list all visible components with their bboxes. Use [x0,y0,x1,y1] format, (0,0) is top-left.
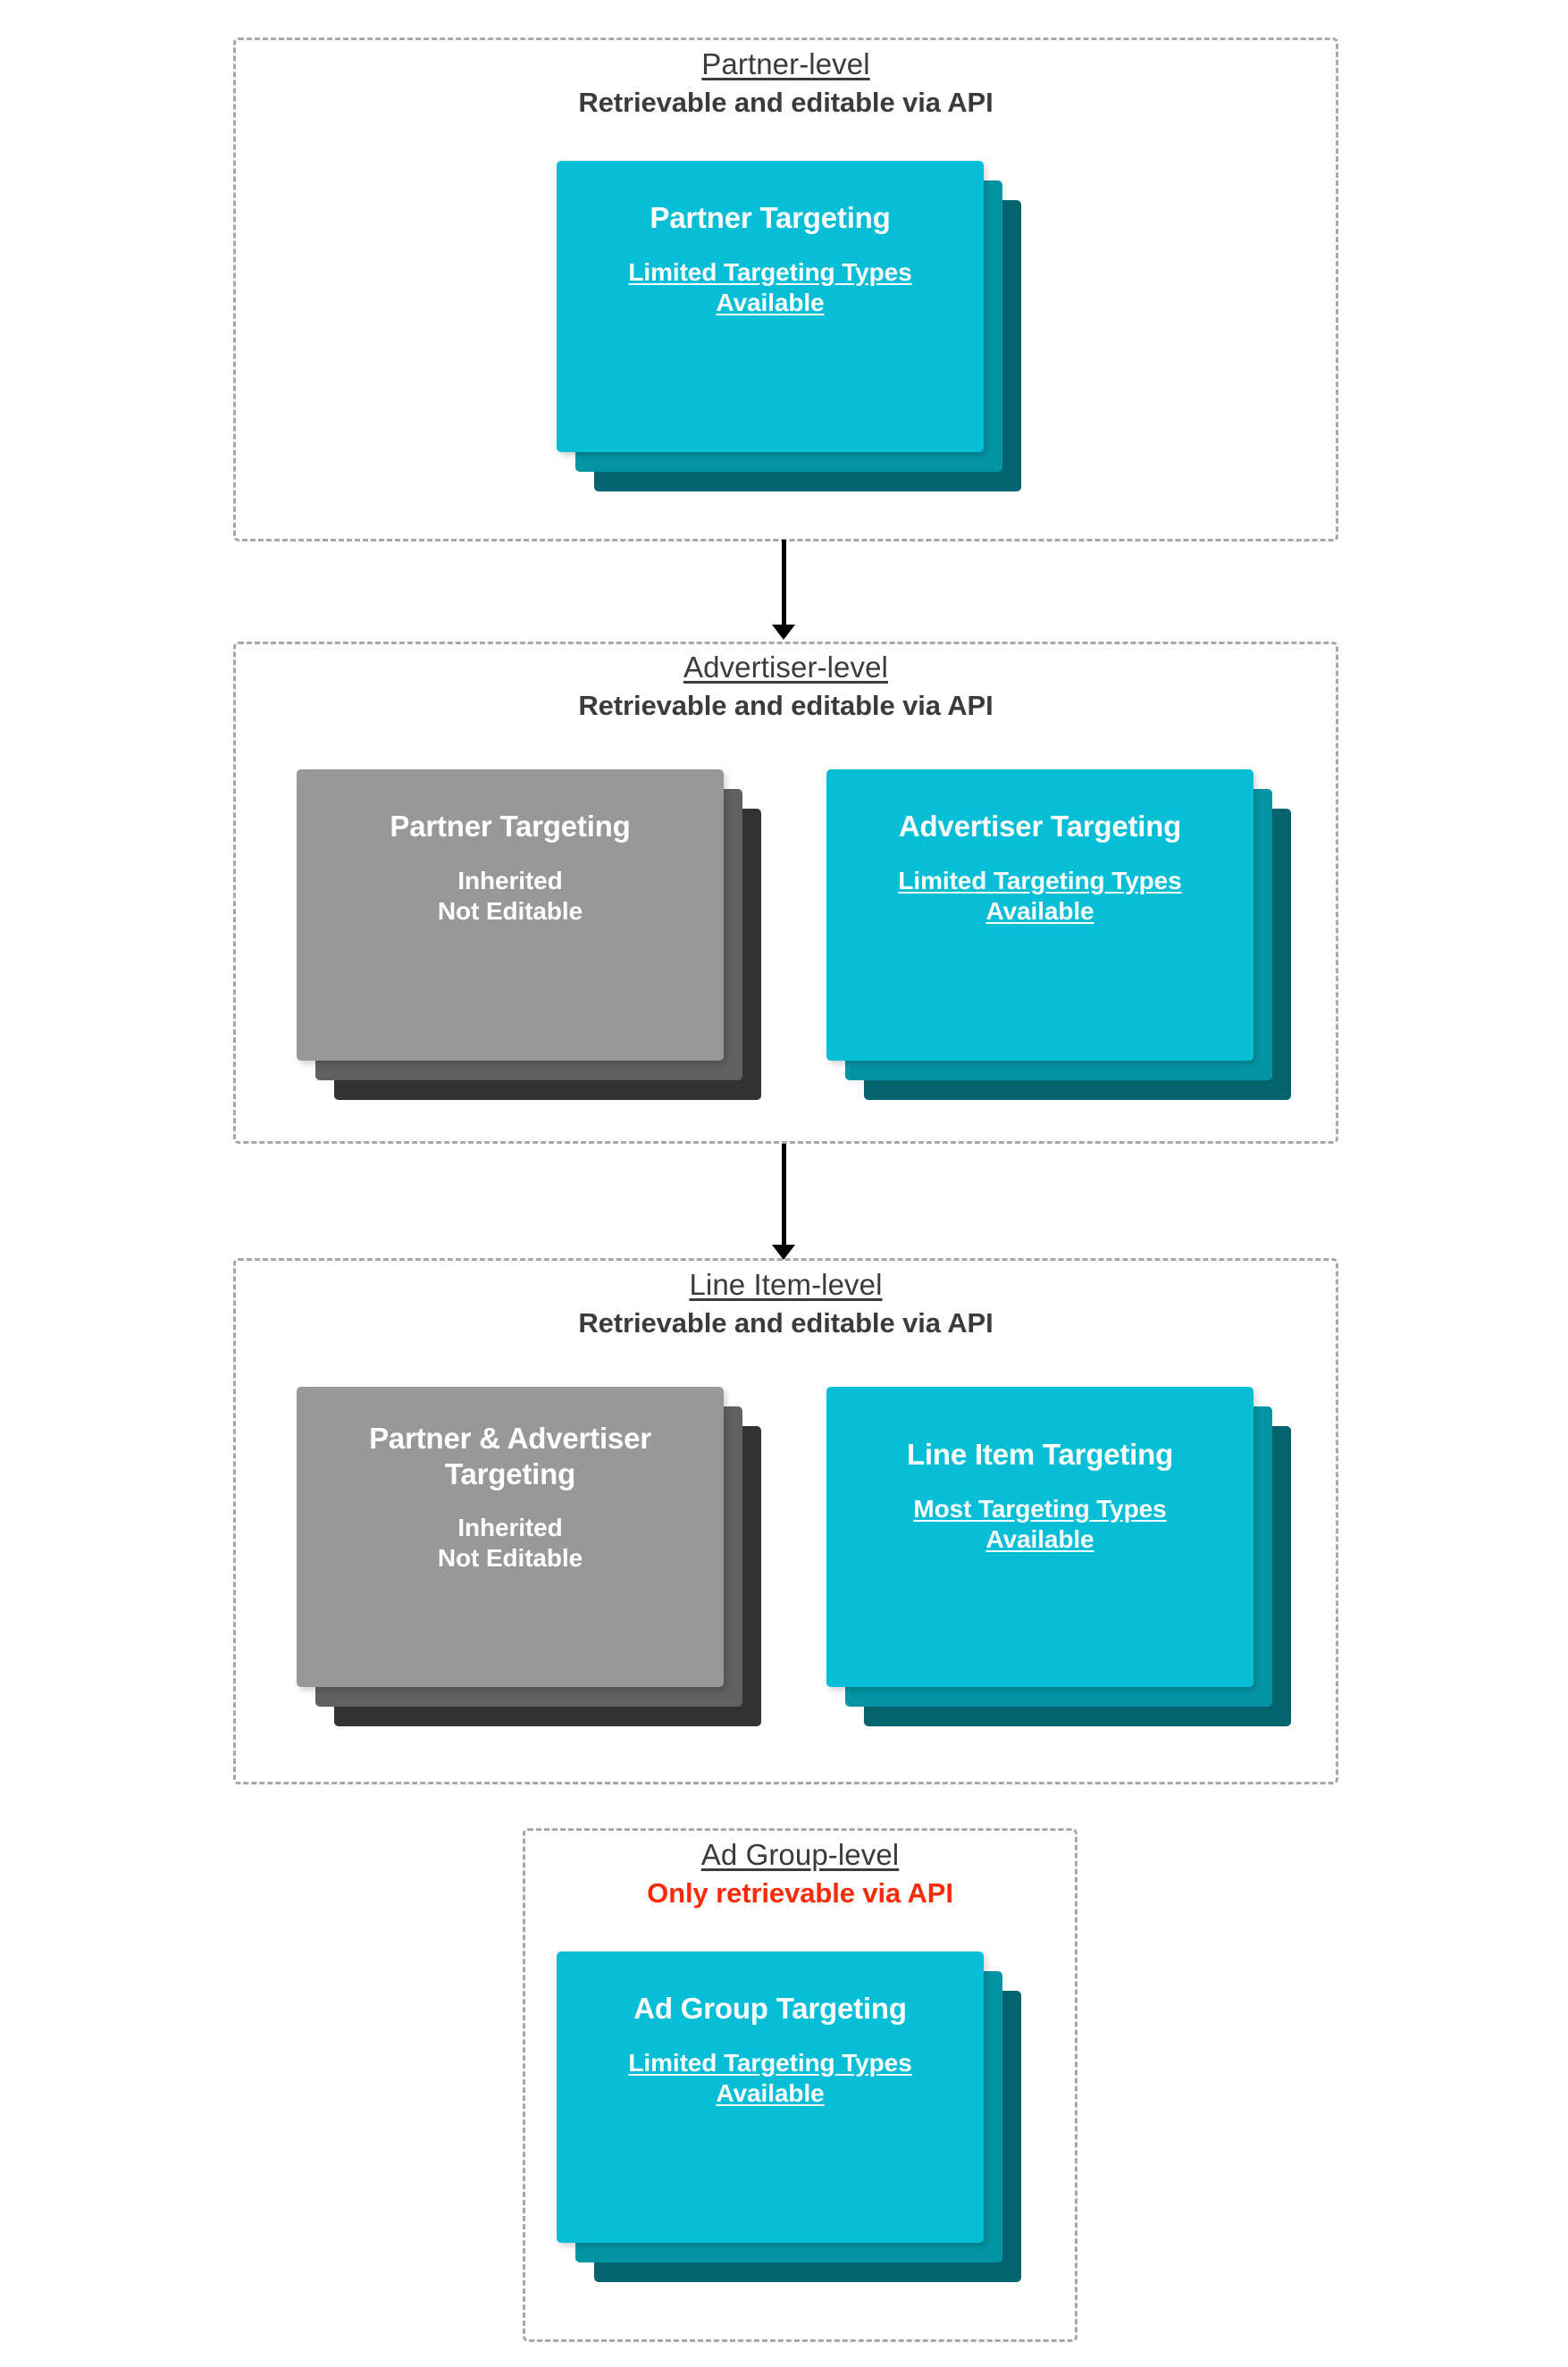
connector-shaft [781,1144,786,1246]
card-subtitle-line-2: Not Editable [437,1544,583,1573]
card-stack-line-item-inherited: Partner & Advertiser Targeting Inherited… [297,1387,761,1744]
card-partner-targeting[interactable]: Partner Targeting Limited Targeting Type… [557,161,984,452]
level-title-advertiser: Advertiser-level [683,651,888,684]
card-subtitle-line-1: Inherited [457,1514,563,1542]
card-subtitle-line-2: Available [985,896,1094,925]
connector-arrowhead [772,625,795,640]
level-box-line-item [233,1258,1338,1784]
card-stack-ad-group-targeting: Ad Group Targeting Limited Targeting Typ… [557,1952,1021,2284]
card-subtitle-line-1: Inherited [457,866,563,894]
level-header-ad-group: Ad Group-level Only retrievable via API [523,1838,1077,1910]
card-line-item-targeting[interactable]: Line Item Targeting Most Targeting Types… [826,1387,1254,1687]
level-box-ad-group [523,1828,1077,2342]
level-title-line-item: Line Item-level [689,1268,883,1301]
card-ad-group-targeting[interactable]: Ad Group Targeting Limited Targeting Typ… [557,1952,984,2243]
card-title: Advertiser Targeting [898,810,1182,843]
level-api-note-advertiser: Retrievable and editable via API [578,689,994,721]
connector-partner-to-advertiser [772,540,795,640]
card-title: Line Item Targeting [906,1438,1174,1471]
card-title: Partner & Advertiser Targeting [369,1422,651,1490]
level-api-note-partner: Retrievable and editable via API [578,86,994,118]
level-api-note-line-item: Retrievable and editable via API [578,1306,994,1339]
connector-arrowhead [772,1245,795,1260]
card-advertiser-targeting[interactable]: Advertiser Targeting Limited Targeting T… [826,769,1254,1061]
card-subtitle-line-2: Not Editable [437,896,583,925]
card-stack-line-item-targeting: Line Item Targeting Most Targeting Types… [826,1387,1291,1744]
card-subtitle-line-2: Available [716,288,825,316]
card-subtitle-line-1: Limited Targeting Types [628,257,912,286]
level-box-partner [233,38,1338,541]
card-stack-partner-targeting: Partner Targeting Limited Targeting Type… [557,161,1021,491]
level-box-advertiser [233,642,1338,1144]
card-advertiser-inherited-partner-targeting[interactable]: Partner Targeting Inherited Not Editable [297,769,724,1061]
card-title: Partner Targeting [390,810,631,843]
level-title-ad-group: Ad Group-level [700,1838,900,1871]
card-stack-advertiser-targeting: Advertiser Targeting Limited Targeting T… [826,769,1291,1118]
card-title: Ad Group Targeting [633,1992,907,2025]
level-header-partner: Partner-level Retrievable and editable v… [233,47,1338,120]
card-subtitle-line-2: Available [985,1524,1094,1553]
level-api-note-ad-group: Only retrievable via API [647,1876,953,1909]
connector-advertiser-to-line-item [772,1144,795,1260]
card-line-item-inherited-targeting[interactable]: Partner & Advertiser Targeting Inherited… [297,1387,724,1687]
card-title: Partner Targeting [650,201,891,234]
card-subtitle-line-1: Limited Targeting Types [898,866,1182,894]
level-title-partner: Partner-level [701,47,870,80]
level-header-advertiser: Advertiser-level Retrievable and editabl… [233,651,1338,723]
card-subtitle-line-2: Available [716,2078,825,2107]
connector-shaft [781,540,786,625]
card-stack-advertiser-inherited: Partner Targeting Inherited Not Editable [297,769,761,1118]
level-header-line-item: Line Item-level Retrievable and editable… [233,1268,1338,1340]
card-subtitle-line-1: Most Targeting Types [913,1494,1167,1523]
card-subtitle-line-1: Limited Targeting Types [628,2048,912,2077]
